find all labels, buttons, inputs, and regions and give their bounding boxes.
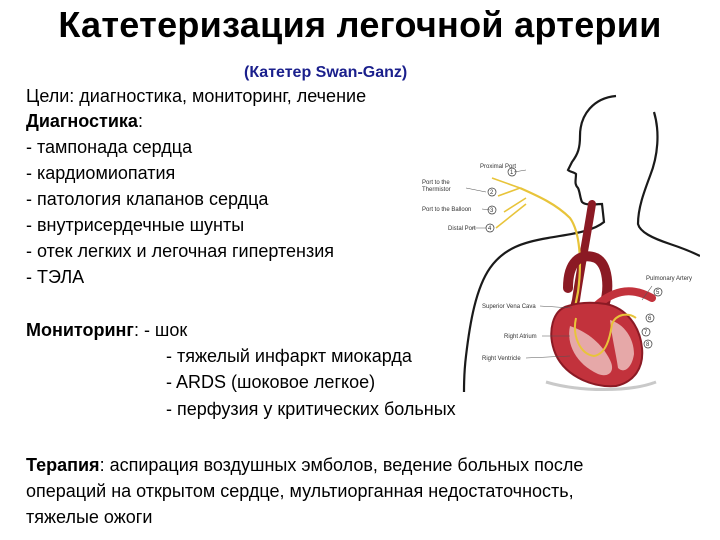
label-pulmonary-artery: Pulmonary Artery bbox=[646, 276, 692, 282]
number-5: 5 bbox=[656, 290, 660, 296]
diagnostics-heading-line: Диагностика: bbox=[26, 109, 143, 133]
body-outline bbox=[462, 94, 617, 392]
monitoring-item: - тяжелый инфаркт миокарда bbox=[166, 346, 412, 366]
label-port-thermistor-2: Thermistor bbox=[422, 187, 451, 193]
number-8: 8 bbox=[646, 342, 650, 348]
slide-title: Катетеризация легочной артерии bbox=[58, 4, 662, 45]
monitoring-first-item: : - шок bbox=[133, 320, 188, 340]
label-distal-port: Distal Port bbox=[448, 226, 476, 232]
therapy-text-1: : аспирация воздушных эмболов, ведение б… bbox=[99, 455, 584, 475]
diagnostics-item: - кардиомиопатия bbox=[26, 163, 176, 183]
number-3: 3 bbox=[490, 208, 494, 214]
number-7: 7 bbox=[644, 330, 648, 336]
therapy-line-3: тяжелые ожоги bbox=[26, 507, 153, 527]
label-superior-vena-cava: Superior Vena Cava bbox=[482, 304, 536, 310]
heart-catheter bbox=[574, 313, 637, 358]
number-6: 6 bbox=[648, 316, 652, 322]
back-outline bbox=[636, 111, 700, 257]
therapy-line-1: Терапия: аспирация воздушных эмболов, ве… bbox=[26, 453, 583, 477]
diagnostics-item: - отек легких и легочная гипертензия bbox=[26, 241, 335, 261]
monitoring-heading: Мониторинг bbox=[26, 320, 134, 340]
pulmonary-artery-vessel bbox=[592, 287, 656, 310]
therapy-heading: Терапия bbox=[26, 455, 100, 475]
number-4: 4 bbox=[488, 226, 492, 232]
callout-lines bbox=[465, 169, 653, 359]
aorta bbox=[563, 251, 613, 311]
monitoring-heading-line: Мониторинг: - шок bbox=[26, 318, 187, 342]
diaphragm bbox=[545, 380, 657, 391]
catheter-leads bbox=[491, 177, 527, 229]
label-port-thermistor-1: Port to the bbox=[422, 180, 450, 186]
label-right-ventricle: Right Ventricle bbox=[482, 356, 521, 362]
diagnostics-item: - внутрисердечные шунты bbox=[26, 215, 245, 235]
heart-chamber-right bbox=[569, 326, 613, 376]
slide-subtitle: (Катетер Swan-Ganz) bbox=[244, 64, 408, 81]
diagnostics-item: - патология клапанов сердца bbox=[26, 189, 269, 209]
monitoring-item: - перфузия у критических больных bbox=[166, 399, 456, 419]
number-1: 1 bbox=[510, 170, 514, 176]
diagnostics-item: - тампонада сердца bbox=[26, 137, 193, 157]
diagnostics-colon: : bbox=[137, 111, 143, 131]
label-port-balloon: Port to the Balloon bbox=[422, 207, 471, 213]
therapy-line-2: операций на открытом сердце, мультиорган… bbox=[26, 481, 574, 501]
swan-ganz-illustration: Proximal Port Port to the Thermistor Por… bbox=[422, 94, 700, 392]
monitoring-item: - ARDS (шоковое легкое) bbox=[166, 372, 376, 392]
label-right-atrium: Right Atrium bbox=[504, 334, 537, 340]
goals-line: Цели: диагностика, мониторинг, лечение bbox=[26, 86, 367, 106]
diagnostics-heading: Диагностика bbox=[26, 111, 138, 131]
label-proximal-port: Proximal Port bbox=[480, 164, 516, 170]
heart-chamber-left bbox=[610, 320, 634, 371]
diagnostics-item: - ТЭЛА bbox=[26, 267, 85, 287]
number-2: 2 bbox=[490, 190, 494, 196]
